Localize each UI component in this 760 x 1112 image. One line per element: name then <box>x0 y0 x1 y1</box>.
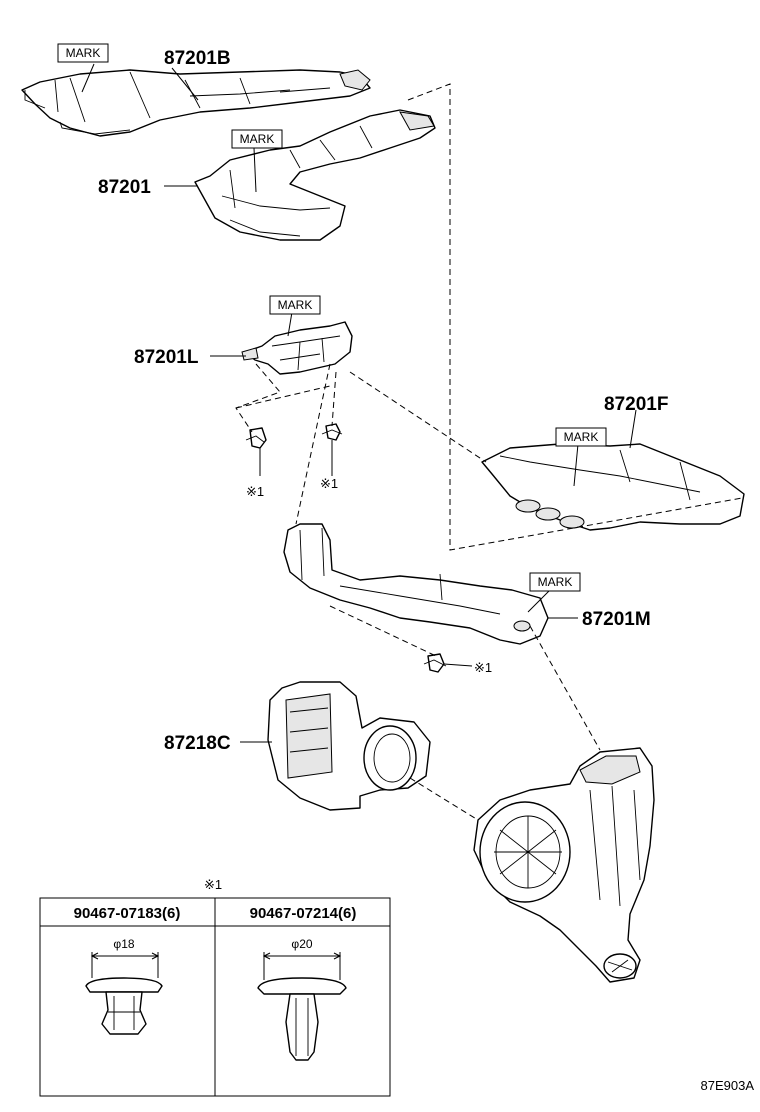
duct-87201l <box>241 321 353 375</box>
leader-lines <box>81 63 637 743</box>
mark-label-87201f: MARK <box>555 427 607 447</box>
svg-text:MARK: MARK <box>564 430 599 444</box>
duct-87201b <box>21 69 371 137</box>
mark-label-87201: MARK <box>231 129 283 149</box>
clip-ref-note: ※1 <box>474 660 492 675</box>
duct-87201f <box>481 443 745 531</box>
dimension-label: φ20 <box>291 937 312 951</box>
figure-code: 87E903A <box>701 1078 755 1093</box>
svg-text:MARK: MARK <box>66 46 101 60</box>
mark-label-87201m: MARK <box>529 572 581 592</box>
part-label-87201l: 87201L <box>134 347 199 368</box>
dimension-label: φ18 <box>113 937 134 951</box>
svg-text:MARK: MARK <box>240 132 275 146</box>
svg-text:MARK: MARK <box>538 575 573 589</box>
part-label-87201m: 87201M <box>582 609 651 630</box>
duct-87201m <box>283 523 549 645</box>
duct-87201 <box>194 109 436 241</box>
table-header-part-no: 90467-07214(6) <box>250 905 357 922</box>
clip-icon <box>423 653 447 673</box>
mark-label-87201b: MARK <box>57 43 109 63</box>
part-label-87218c: 87218C <box>164 733 231 754</box>
svg-text:MARK: MARK <box>278 298 313 312</box>
part-label-87201f: 87201F <box>604 394 668 415</box>
part-label-87201b: 87201B <box>164 48 231 69</box>
mark-label-87201l: MARK <box>269 295 321 315</box>
duct-87218c <box>267 681 431 811</box>
table-ref-note: ※1 <box>204 877 222 892</box>
clip-ref-note: ※1 <box>320 476 338 491</box>
clip-detail-left: φ18 <box>85 937 163 1035</box>
assembly-lines <box>235 83 743 821</box>
clip-detail-right: φ20 <box>257 937 347 1061</box>
clip-ref-note: ※1 <box>246 484 264 499</box>
heater-blower-unit <box>473 747 655 983</box>
clip-icon <box>321 423 343 441</box>
clip-icon <box>245 427 267 449</box>
table-header-part-no: 90467-07183(6) <box>74 905 181 922</box>
clip-table: ※1 90467-07183(6) 90467-07214(6) φ18 φ20 <box>39 877 391 1097</box>
part-label-87201: 87201 <box>98 177 151 198</box>
